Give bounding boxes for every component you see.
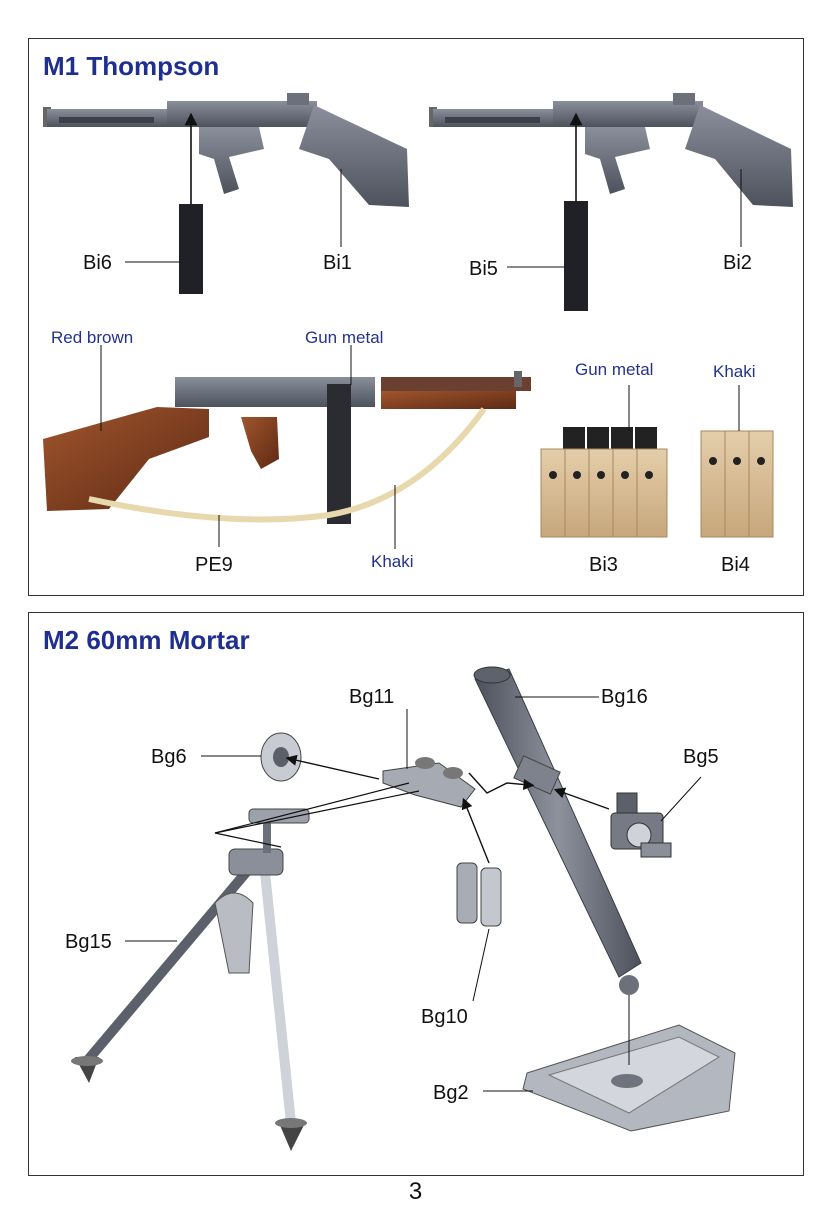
- thompson-model-left: [43, 93, 409, 294]
- label-bi2: Bi2: [723, 252, 752, 274]
- yoke-bg11: [382, 757, 476, 808]
- label-gun-metal-2: Gun metal: [575, 360, 653, 379]
- label-red-brown: Red brown: [51, 328, 133, 347]
- label-bi5: Bi5: [469, 258, 498, 280]
- label-khaki-1: Khaki: [371, 552, 414, 571]
- label-bg2: Bg2: [433, 1082, 469, 1104]
- label-bi1: Bi1: [323, 252, 352, 274]
- label-bg15: Bg15: [65, 931, 112, 953]
- label-bg6: Bg6: [151, 746, 187, 768]
- mortar-title: M2 60mm Mortar: [43, 625, 250, 655]
- label-bg11: Bg11: [349, 686, 394, 708]
- label-pe9: PE9: [195, 554, 233, 576]
- mortar-tube-bg16: [473, 666, 642, 995]
- ammo-pouch-bi4: [700, 430, 774, 538]
- sight-bg5: [610, 792, 672, 858]
- ammo-pouch-bi3: [540, 427, 668, 538]
- mortar-panel: M2 60mm Mortar: [28, 612, 804, 1176]
- handwheel-bg6: [260, 732, 302, 782]
- elevating-guide-bg10: [456, 862, 502, 927]
- thompson-painted: [43, 371, 531, 524]
- mortar-illustration: Bg11 Bg16 Bg6 Bg5 Bg15 Bg10 Bg2: [65, 666, 736, 1151]
- label-bg10: Bg10: [421, 1006, 468, 1028]
- label-khaki-2: Khaki: [713, 362, 756, 381]
- label-bi3: Bi3: [589, 554, 618, 576]
- thompson-title: M1 Thompson: [43, 51, 220, 81]
- thompson-panel: M1 Thompson: [28, 38, 804, 596]
- base-plate-bg2: [522, 1024, 736, 1132]
- bipod-bg15: [71, 813, 307, 1151]
- label-bg5: Bg5: [683, 746, 719, 768]
- thompson-illustration: Bi6 Bi1 Bi5 Bi2 Red brown Gun metal PE9 …: [43, 93, 793, 576]
- label-gun-metal-1: Gun metal: [305, 328, 383, 347]
- label-bg16: Bg16: [601, 686, 648, 708]
- label-bi6: Bi6: [83, 252, 112, 274]
- page-number: 3: [408, 1178, 423, 1205]
- label-bi4: Bi4: [721, 554, 750, 576]
